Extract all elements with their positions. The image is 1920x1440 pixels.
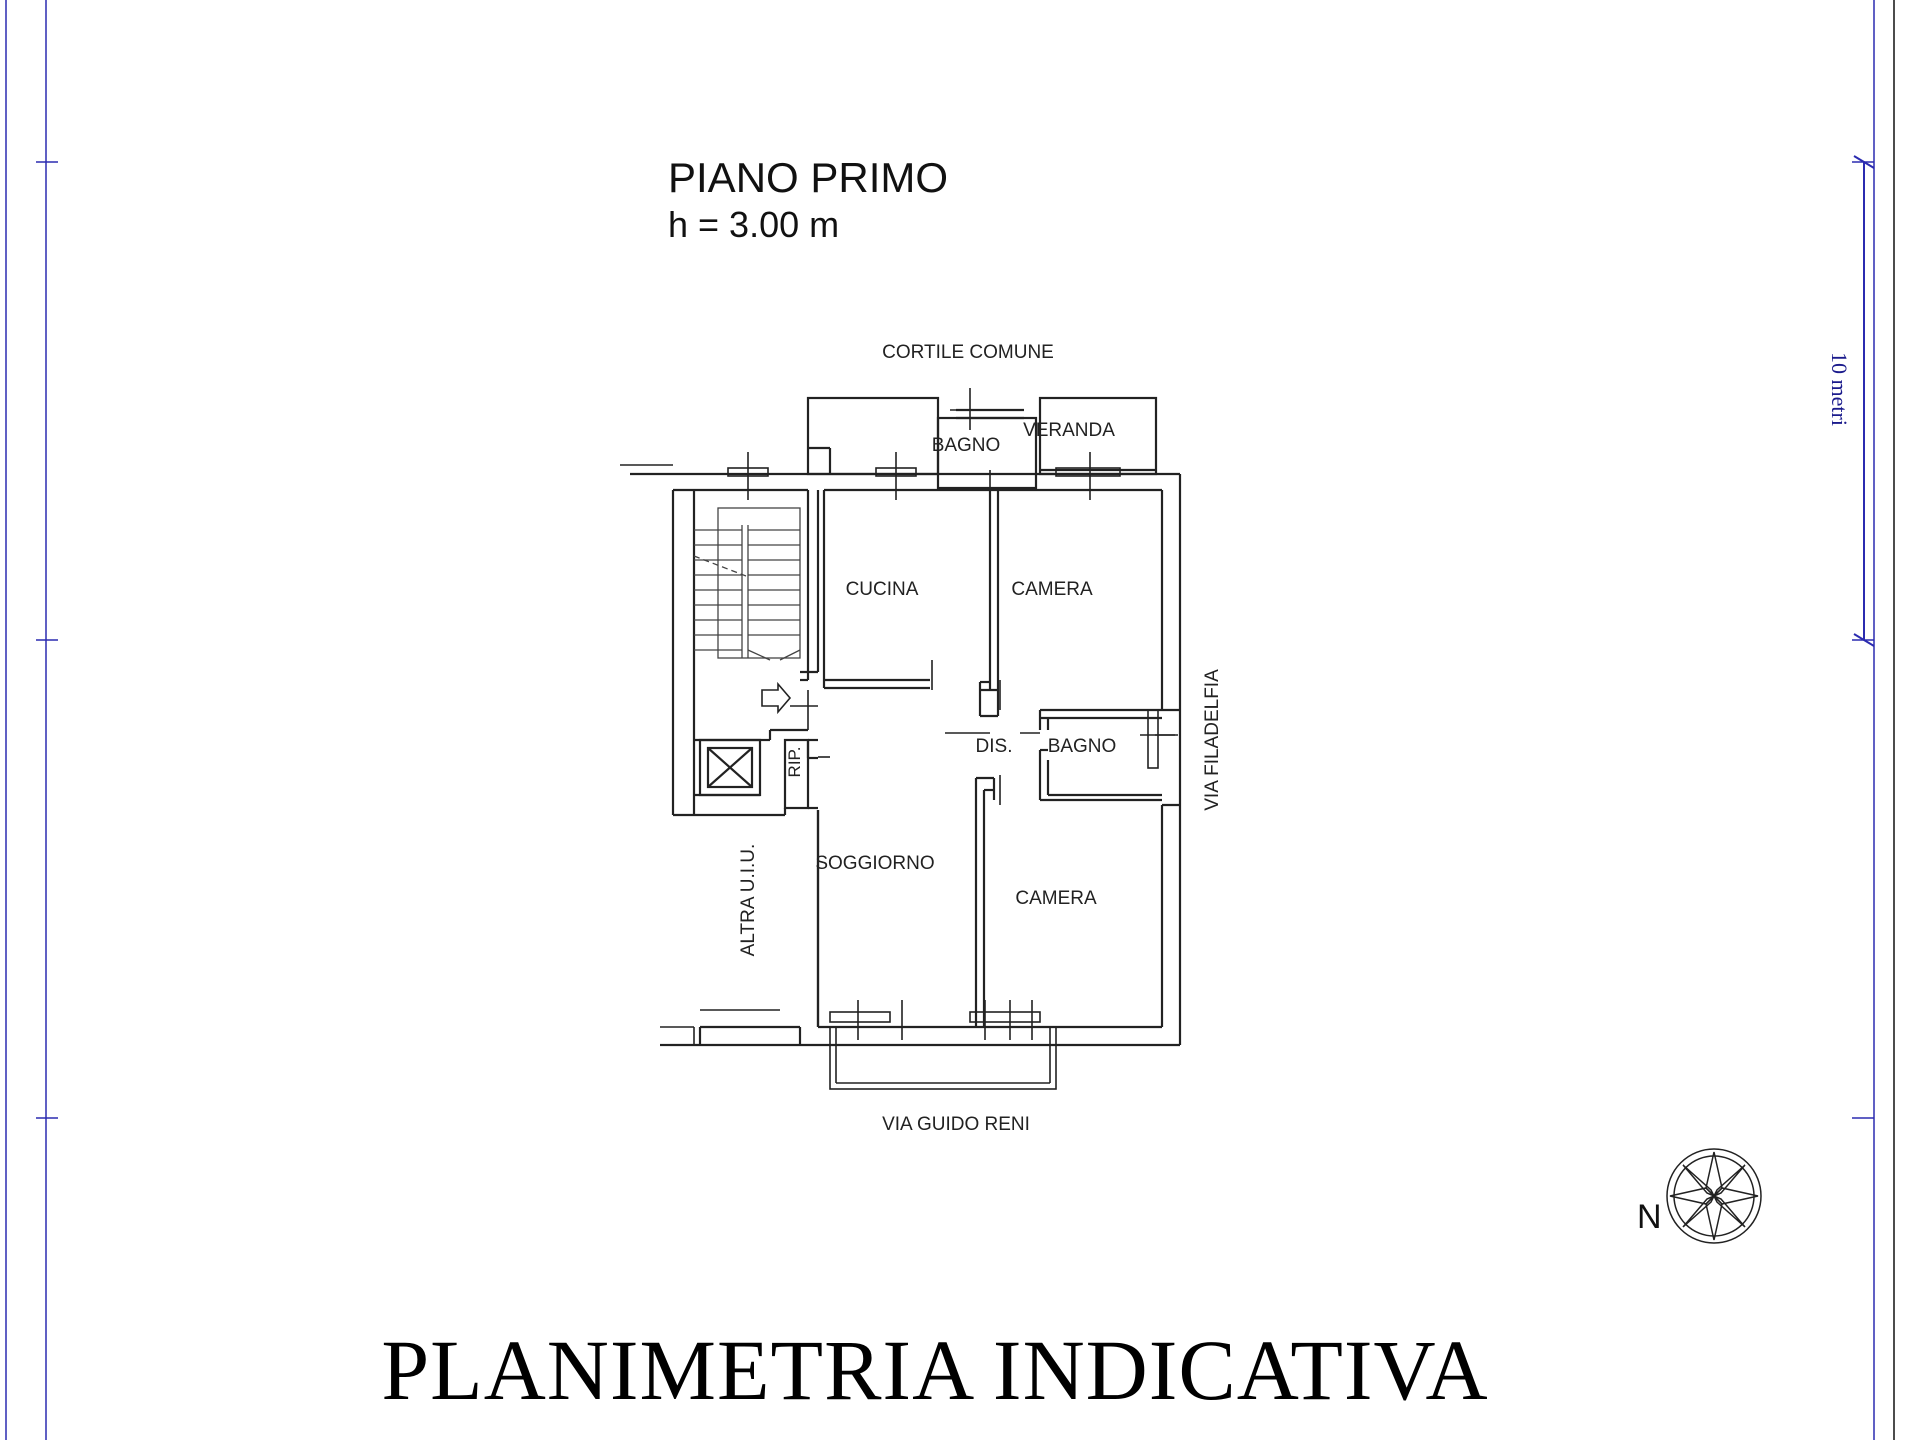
room-label-rip: RIP. [785,747,804,778]
compass-rose-icon [1666,1148,1762,1244]
room-label-dis: DIS. [976,736,1013,757]
scale-label: 10 metri [1827,352,1852,426]
sheet-frame [5,0,1895,1440]
room-label-soggiorno: SOGGIORNO [815,853,934,874]
scale-bar [1853,155,1875,647]
room-label-cucina: CUCINA [846,579,919,600]
staircase [693,507,801,661]
room-label-bagno-top: BAGNO [932,435,1001,456]
document-title: PLANIMETRIA INDICATIVA [381,1322,1489,1418]
openings [620,388,1178,1090]
street-label-top: CORTILE COMUNE [882,342,1054,363]
room-label-camera-bottom: CAMERA [1015,888,1097,909]
floor-title: PIANO PRIMO [668,154,949,201]
room-label-bagno-mid: BAGNO [1048,736,1117,757]
street-label-right: VIA FILADELFIA [1202,669,1223,811]
neighbor-label-left: ALTRA U.I.U. [738,844,759,957]
floor-height: h = 3.00 m [668,204,840,245]
room-label-camera-top: CAMERA [1011,579,1093,600]
room-label-veranda: VERANDA [1023,420,1115,441]
street-label-bottom: VIA GUIDO RENI [882,1114,1030,1135]
north-label: N [1637,1198,1662,1236]
walls [630,396,1182,1047]
